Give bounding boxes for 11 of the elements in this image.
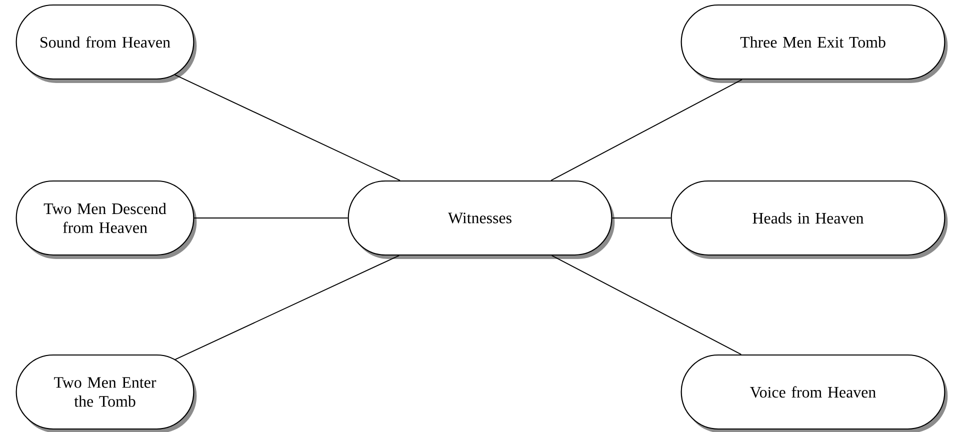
rounded-box: Two Men Descend from Heaven (16, 180, 197, 259)
connector-line (174, 74, 400, 181)
connector-line (551, 255, 742, 355)
rounded-box: Witnesses (348, 180, 615, 259)
connector-line (550, 79, 742, 181)
rounded-box: Voice from Heaven (680, 354, 948, 432)
connector-line (174, 255, 400, 360)
rounded-box: Three Men Exit Tomb (680, 4, 948, 83)
rounded-box: Two Men Enter the Tomb (16, 354, 197, 432)
rounded-box: Heads in Heaven (670, 180, 948, 259)
rounded-box: Sound from Heaven (16, 4, 197, 83)
